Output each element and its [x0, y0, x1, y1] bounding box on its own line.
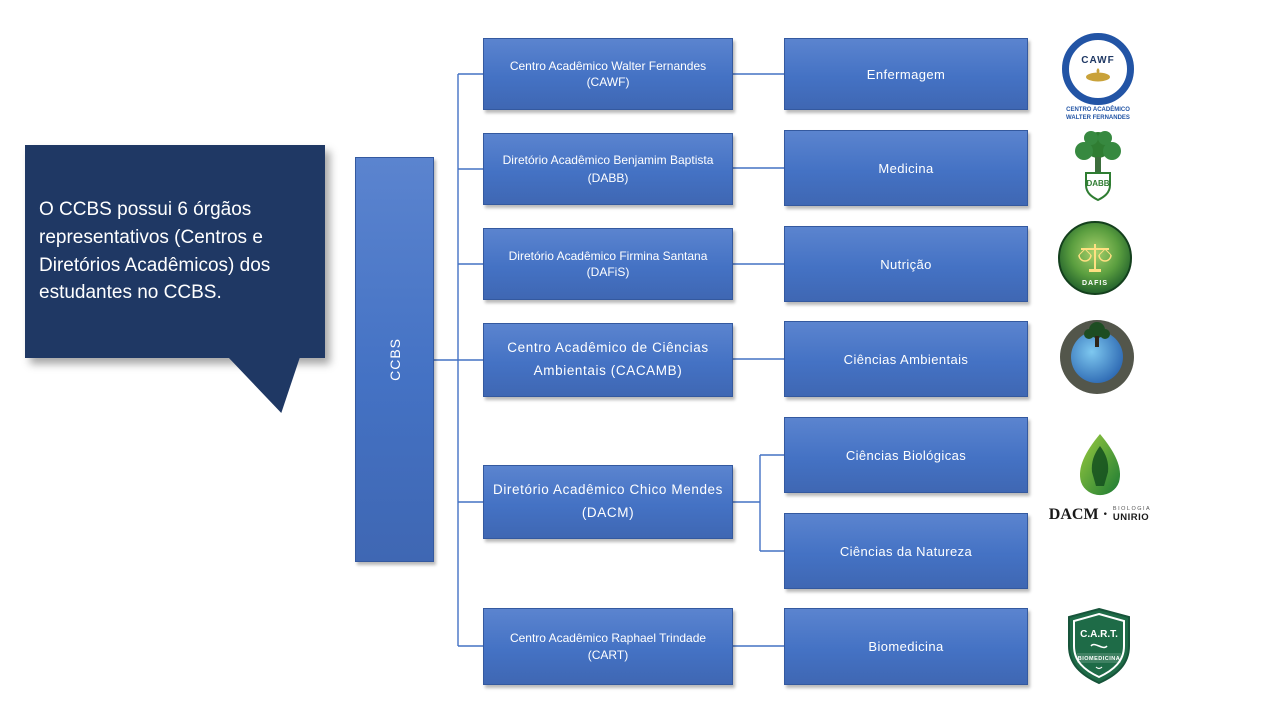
dacm-logo: DACM · BIOLOGIA UNIRIO	[1048, 432, 1152, 524]
scales-icon	[1078, 244, 1112, 272]
root-box-ccbs: CCBS	[355, 157, 434, 562]
org-label: Centro Acadêmico Walter Fernandes (CAWF)	[509, 58, 707, 89]
course-box-nutricao: Nutrição	[784, 226, 1028, 302]
org-label: Diretório Acadêmico Chico Mendes (DACM)	[492, 482, 724, 520]
dabb-logo: DABB	[1066, 129, 1130, 210]
course-label: Biomedicina	[868, 639, 944, 654]
tree-shield-icon: DABB	[1075, 131, 1121, 202]
org-box-cacamb: Centro Acadêmico de Ciências Ambientais …	[483, 323, 733, 397]
cawf-logo: CAWF CENTRO ACADÊMICO WALTER FERNANDES	[1059, 33, 1137, 123]
lamp-icon	[1086, 68, 1110, 82]
course-label: Medicina	[878, 160, 934, 176]
org-box-cart: Centro Acadêmico Raphael Trindade (CART)	[483, 608, 733, 685]
dacm-wordmark: DACM · BIOLOGIA UNIRIO	[1048, 506, 1152, 524]
org-box-dacm: Diretório Acadêmico Chico Mendes (DACM)	[483, 465, 733, 539]
dafis-emblem-circle: DAFIS	[1058, 221, 1132, 295]
cart-abbr-text: C.A.R.T.	[1080, 629, 1118, 640]
dabb-abbr-text: DABB	[1086, 179, 1109, 188]
tree-icon	[1084, 322, 1110, 347]
dafis-logo: DAFIS	[1058, 221, 1132, 295]
shield-icon: C.A.R.T. BIOMEDICINA	[1068, 607, 1130, 685]
org-box-cawf: Centro Acadêmico Walter Fernandes (CAWF)	[483, 38, 733, 110]
cacamb-emblem-circle	[1060, 320, 1134, 394]
course-box-ciencias-da-natureza: Ciências da Natureza	[784, 513, 1028, 589]
course-label: Enfermagem	[866, 66, 946, 82]
course-label: Ciências Biológicas	[845, 447, 967, 463]
cawf-abbr-text: CAWF	[1081, 55, 1115, 66]
org-label: Centro Acadêmico de Ciências Ambientais …	[507, 340, 709, 378]
course-label: Ciências Ambientais	[843, 351, 969, 367]
org-label: Diretório Acadêmico Firmina Santana (DAF…	[508, 248, 708, 279]
org-box-dafis: Diretório Acadêmico Firmina Santana (DAF…	[483, 228, 733, 300]
course-box-ciencias-ambientais: Ciências Ambientais	[784, 321, 1028, 397]
course-label: Nutrição	[880, 256, 932, 272]
org-label: Centro Acadêmico Raphael Trindade (CART)	[509, 631, 707, 662]
course-box-ciencias-biologicas: Ciências Biológicas	[784, 417, 1028, 493]
root-label: CCBS	[386, 338, 403, 381]
cacamb-logo	[1060, 320, 1134, 394]
cawf-caption-text: CENTRO ACADÊMICO WALTER FERNANDES	[1066, 107, 1130, 121]
org-box-dabb: Diretório Acadêmico Benjamim Baptista (D…	[483, 133, 733, 205]
org-label: Diretório Acadêmico Benjamim Baptista (D…	[502, 153, 714, 185]
dafis-abbr-text: DAFIS	[1082, 280, 1108, 287]
globe-icon	[1071, 322, 1123, 383]
leaf-icon	[1079, 434, 1121, 496]
snake-icon	[1090, 643, 1108, 649]
callout-text: O CCBS possui 6 órgãos representativos (…	[39, 199, 271, 304]
callout-tail	[228, 357, 300, 413]
course-label: Ciências da Natureza	[839, 543, 973, 559]
course-box-medicina: Medicina	[784, 130, 1028, 206]
dacm-unirio-text: UNIRIO	[1112, 511, 1150, 523]
course-box-biomedicina: Biomedicina	[784, 608, 1028, 685]
course-box-enfermagem: Enfermagem	[784, 38, 1028, 110]
cawf-emblem-circle: CAWF	[1062, 33, 1134, 105]
dacm-biologia-text: BIOLOGIA	[1112, 506, 1152, 513]
cart-logo: C.A.R.T. BIOMEDICINA	[1064, 606, 1134, 691]
callout-bubble: O CCBS possui 6 órgãos representativos (…	[25, 145, 325, 358]
dacm-name-text: DACM ·	[1048, 506, 1108, 523]
cart-caption-text: BIOMEDICINA	[1078, 656, 1120, 662]
